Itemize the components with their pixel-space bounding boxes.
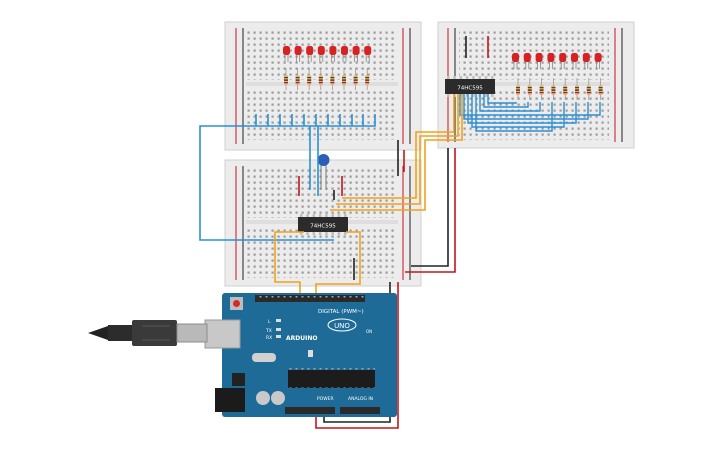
resistor-icon[interactable] <box>563 78 568 100</box>
led-icon[interactable] <box>306 46 314 62</box>
wire-orange-data[interactable] <box>274 94 463 296</box>
wire-red-power[interactable] <box>298 36 489 429</box>
led-array-right[interactable] <box>512 53 602 69</box>
on-label: ON <box>366 329 372 334</box>
pin-tx-label: TX <box>265 328 272 334</box>
resistor-icon[interactable] <box>575 78 579 100</box>
resistor-icon[interactable] <box>307 68 312 90</box>
wire-bundle-blue-right[interactable] <box>459 94 601 132</box>
resistor-icon[interactable] <box>551 78 556 100</box>
resistor-icon[interactable] <box>539 78 544 100</box>
resistor-icon[interactable] <box>516 78 520 100</box>
led-icon[interactable] <box>512 53 519 69</box>
led-icon[interactable] <box>582 53 590 69</box>
microcontroller-chip <box>288 370 375 388</box>
power-header-label: POWER <box>317 396 334 402</box>
reset-button-icon[interactable] <box>230 297 243 310</box>
arduino-uno-board[interactable]: DIGITAL (PWM~) ARDUINO UNO L TX RX ON PO… <box>204 293 397 417</box>
analog-header-label: ANALOG IN <box>348 396 373 402</box>
led-icon[interactable] <box>547 53 555 69</box>
led-icon[interactable] <box>317 46 325 62</box>
shift-register-chip-u2[interactable]: 74HC595 <box>445 76 495 97</box>
led-icon[interactable] <box>523 53 531 69</box>
digital-header-label: DIGITAL (PWM~) <box>318 309 364 315</box>
led-icon[interactable] <box>294 46 302 62</box>
arduino-logo: ARDUINO <box>286 335 317 342</box>
uno-badge: UNO <box>327 318 357 332</box>
led-icon[interactable] <box>283 46 290 62</box>
resistor-array-left[interactable] <box>284 68 370 90</box>
usb-cable-icon[interactable] <box>88 320 208 346</box>
led-icon[interactable] <box>364 46 372 62</box>
led-icon[interactable] <box>341 46 348 62</box>
power-jack <box>215 388 245 412</box>
resistor-icon[interactable] <box>342 68 346 90</box>
resistor-icon[interactable] <box>295 68 300 90</box>
resistor-icon[interactable] <box>330 68 335 90</box>
wire-bundle-blue-left[interactable] <box>199 114 376 241</box>
resistor-icon[interactable] <box>318 68 323 90</box>
crystal <box>252 353 276 362</box>
resistor-icon[interactable] <box>598 78 603 100</box>
pin-rx-label: RX <box>266 335 272 341</box>
led-icon[interactable] <box>535 53 543 69</box>
shift-register-chip-u1[interactable]: 74HC595 <box>298 214 348 235</box>
resistor-icon[interactable] <box>353 68 358 90</box>
led-array-left[interactable] <box>283 46 372 62</box>
capacitor-icon[interactable] <box>317 154 330 190</box>
pin-l-label: L <box>268 319 271 325</box>
svg-text:UNO: UNO <box>334 322 350 330</box>
resistor-array-right[interactable] <box>516 78 603 100</box>
led-icon[interactable] <box>571 53 578 69</box>
led-icon[interactable] <box>594 53 602 69</box>
resistor-icon[interactable] <box>586 78 591 100</box>
resistor-icon[interactable] <box>284 68 288 90</box>
board-capacitor <box>256 391 270 405</box>
resistor-icon[interactable] <box>365 68 370 90</box>
led-icon[interactable] <box>329 46 337 62</box>
usb-port <box>204 319 241 349</box>
led-icon[interactable] <box>559 53 567 69</box>
breadboard-top-left[interactable] <box>224 21 422 151</box>
chip-label-u2: 74HC595 <box>457 86 483 92</box>
board-capacitor <box>271 391 285 405</box>
led-icon[interactable] <box>352 46 360 62</box>
chip-label-u1: 74HC595 <box>310 224 336 230</box>
resistor-icon[interactable] <box>527 78 532 100</box>
